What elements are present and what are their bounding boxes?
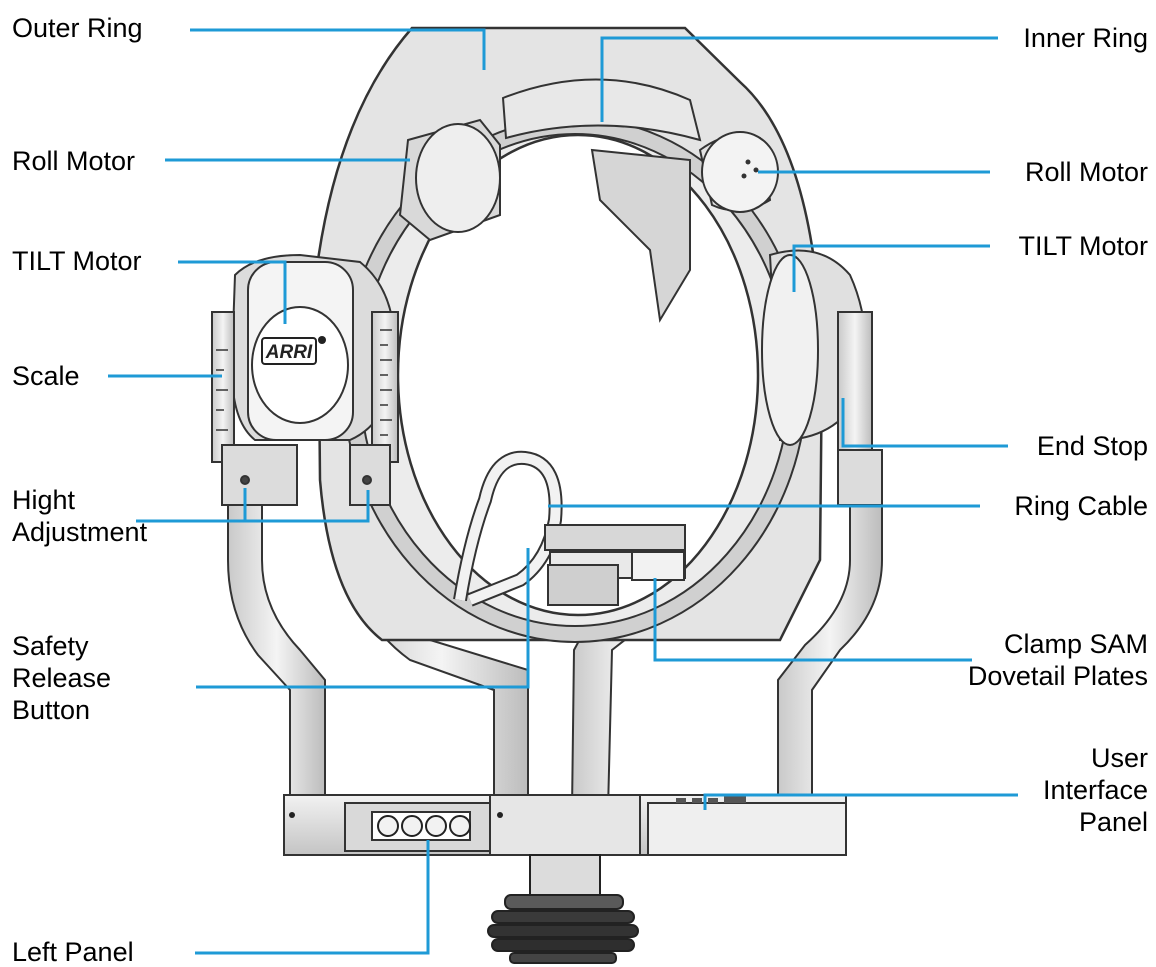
label-end-stop: End Stop xyxy=(1036,431,1148,461)
dovetail-clamp xyxy=(544,524,686,606)
label-outer-ring: Outer Ring xyxy=(12,13,143,43)
label-user-interface-panel: User Interface Panel xyxy=(1043,742,1148,838)
label-inner-ring: Inner Ring xyxy=(1023,23,1148,53)
label-safety-line-1: Safety xyxy=(12,631,89,661)
callout-lines xyxy=(108,28,1018,955)
label-safety-line-2: Release xyxy=(12,663,112,693)
label-safety-release-button: Safety Release Button xyxy=(12,630,111,726)
bottom-mount xyxy=(487,854,639,964)
label-clamp-sam: Clamp SAM Dovetail Plates xyxy=(968,628,1148,692)
label-clamp-line-2: Dovetail Plates xyxy=(967,661,1148,691)
label-safety-line-3: Button xyxy=(12,695,91,725)
label-height-adjustment-line-1: Hight xyxy=(12,485,76,515)
arri-logo xyxy=(261,336,326,365)
base-frame xyxy=(283,794,847,856)
label-tilt-motor-left: TILT Motor xyxy=(12,246,142,276)
label-ui-line-1: User xyxy=(1090,743,1148,773)
label-ui-line-3: Panel xyxy=(1078,807,1148,837)
label-height-adjustment: Hight Adjustment xyxy=(12,484,147,548)
label-ring-cable: Ring Cable xyxy=(1014,491,1148,521)
label-roll-motor-right: Roll Motor xyxy=(1024,157,1148,187)
label-ui-line-2: Interface xyxy=(1042,775,1148,805)
label-left-panel: Left Panel xyxy=(12,937,134,967)
label-scale: Scale xyxy=(12,361,80,391)
ui-panel-buttons xyxy=(676,795,746,803)
label-tilt-motor-right: TILT Motor xyxy=(1018,231,1148,261)
label-roll-motor-left: Roll Motor xyxy=(12,146,136,176)
label-height-adjustment-line-2: Adjustment xyxy=(12,517,148,547)
roll-motor-left-drawing xyxy=(398,118,501,242)
label-clamp-line-1: Clamp SAM xyxy=(1003,629,1148,659)
arri-logo-text: ARRI xyxy=(265,342,313,363)
left-panel-connectors xyxy=(377,815,471,837)
scale-ticks xyxy=(216,329,392,436)
roll-motor-right-drawing xyxy=(698,131,779,213)
